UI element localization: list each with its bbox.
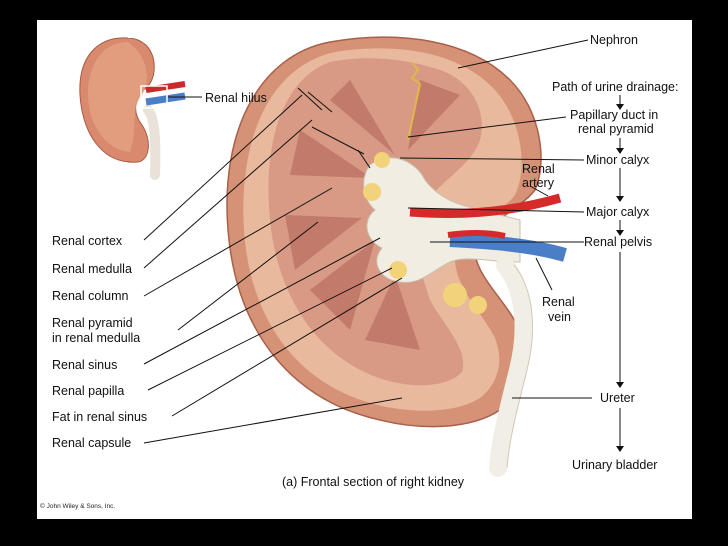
- figure-caption: (a) Frontal section of right kidney: [282, 475, 465, 489]
- label-renal-medulla: Renal medulla: [52, 262, 132, 276]
- label-renal-pyramid-1: Renal pyramid: [52, 316, 133, 330]
- label-renal-artery-1: Renal: [522, 162, 555, 176]
- label-major-calyx: Major calyx: [586, 205, 650, 219]
- fat-blob: [389, 261, 407, 279]
- label-renal-papilla: Renal papilla: [52, 384, 124, 398]
- label-renal-cortex: Renal cortex: [52, 234, 123, 248]
- label-renal-vein-1: Renal: [542, 295, 575, 309]
- label-renal-column: Renal column: [52, 289, 128, 303]
- label-urinary-bladder: Urinary bladder: [572, 458, 657, 472]
- label-renal-pelvis: Renal pelvis: [584, 235, 652, 249]
- fat-blob: [374, 152, 390, 168]
- label-renal-artery-2: artery: [522, 176, 555, 190]
- label-renal-sinus: Renal sinus: [52, 358, 117, 372]
- label-path-title: Path of urine drainage:: [552, 80, 678, 94]
- label-renal-pyramid-2: in renal medulla: [52, 331, 140, 345]
- label-ureter: Ureter: [600, 391, 635, 405]
- label-papillary-duct-1: Papillary duct in: [570, 108, 658, 122]
- copyright-notice: © John Wiley & Sons, Inc.: [40, 502, 115, 510]
- fat-blob: [443, 283, 467, 307]
- label-nephron: Nephron: [590, 33, 638, 47]
- label-minor-calyx: Minor calyx: [586, 153, 650, 167]
- label-renal-hilus: Renal hilus: [205, 91, 267, 105]
- label-papillary-duct-2: renal pyramid: [578, 122, 654, 136]
- label-renal-capsule: Renal capsule: [52, 436, 131, 450]
- fat-blob: [469, 296, 487, 314]
- label-renal-vein-2: vein: [548, 310, 571, 324]
- label-fat-renal-sinus: Fat in renal sinus: [52, 410, 147, 424]
- fat-blob: [363, 183, 381, 201]
